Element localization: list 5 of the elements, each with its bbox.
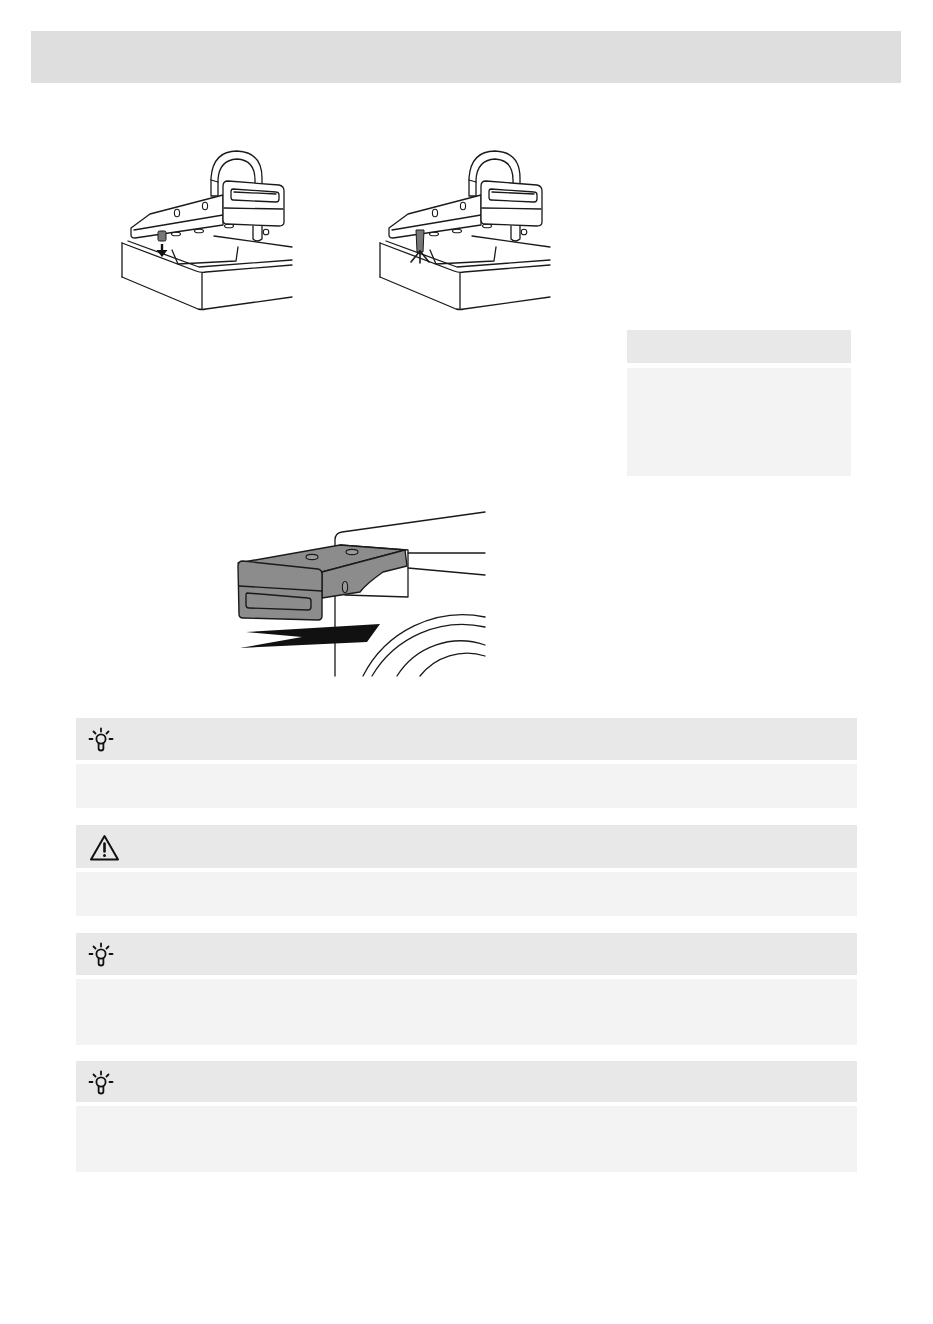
note-header-bar xyxy=(76,933,857,975)
note-header-bar xyxy=(76,1061,857,1102)
warning-header-bar xyxy=(76,825,857,868)
heading-bar xyxy=(31,31,901,83)
note-header-bar xyxy=(76,718,857,760)
